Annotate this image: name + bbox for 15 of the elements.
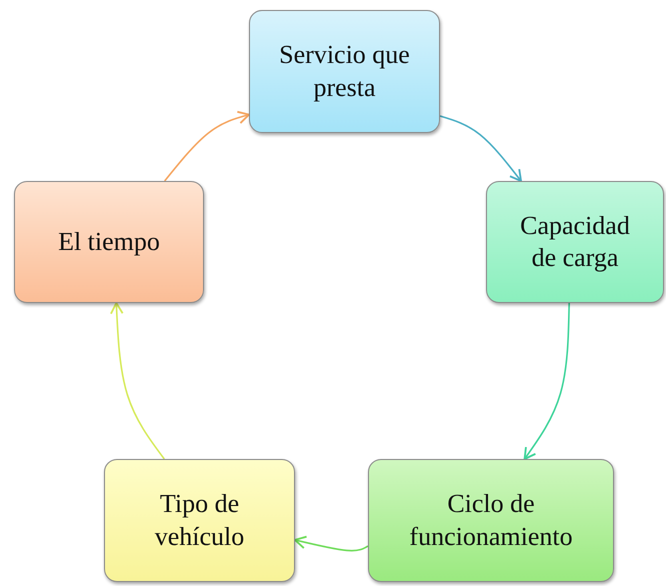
box-label: Capacidad de carga	[519, 210, 631, 274]
box-label: Ciclo de funcionamiento	[408, 488, 574, 552]
curved-arrow	[294, 536, 368, 552]
process-box	[486, 181, 664, 303]
curved-arrow	[524, 302, 570, 460]
curved-arrow	[110, 302, 165, 460]
process-box	[14, 181, 204, 303]
curved-arrow	[164, 110, 250, 182]
box-label: El tiempo	[57, 226, 161, 258]
box-label: Servicio que presta	[278, 39, 411, 104]
process-box	[368, 459, 614, 582]
curved-arrow	[440, 115, 522, 182]
process-box	[104, 459, 295, 582]
box-label: Tipo de vehículo	[154, 488, 246, 552]
process-box	[249, 10, 440, 133]
